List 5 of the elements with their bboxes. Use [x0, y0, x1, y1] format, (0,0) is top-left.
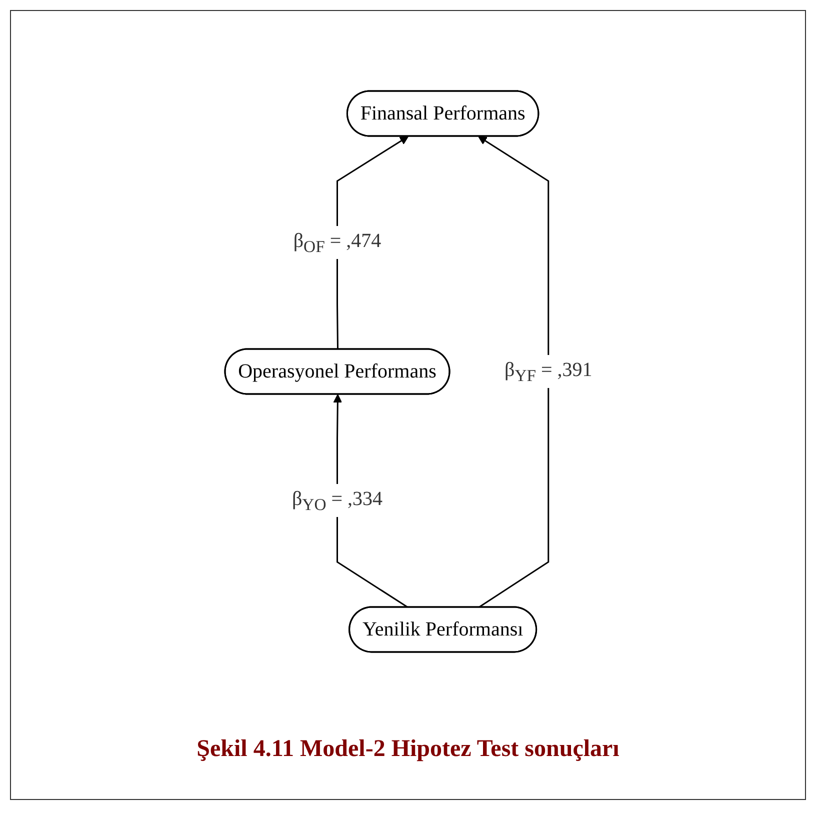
edge-label: β$_{YO}$ = ,334 — [292, 487, 383, 514]
figure-caption: Şekil 4.11 Model-2 Hipotez Test sonuçları — [196, 736, 620, 763]
edge-label: β$_{OF}$ = ,474 — [294, 229, 382, 256]
arrow — [478, 136, 550, 608]
edge-label: β$_{YF}$ = ,391 — [504, 358, 593, 384]
